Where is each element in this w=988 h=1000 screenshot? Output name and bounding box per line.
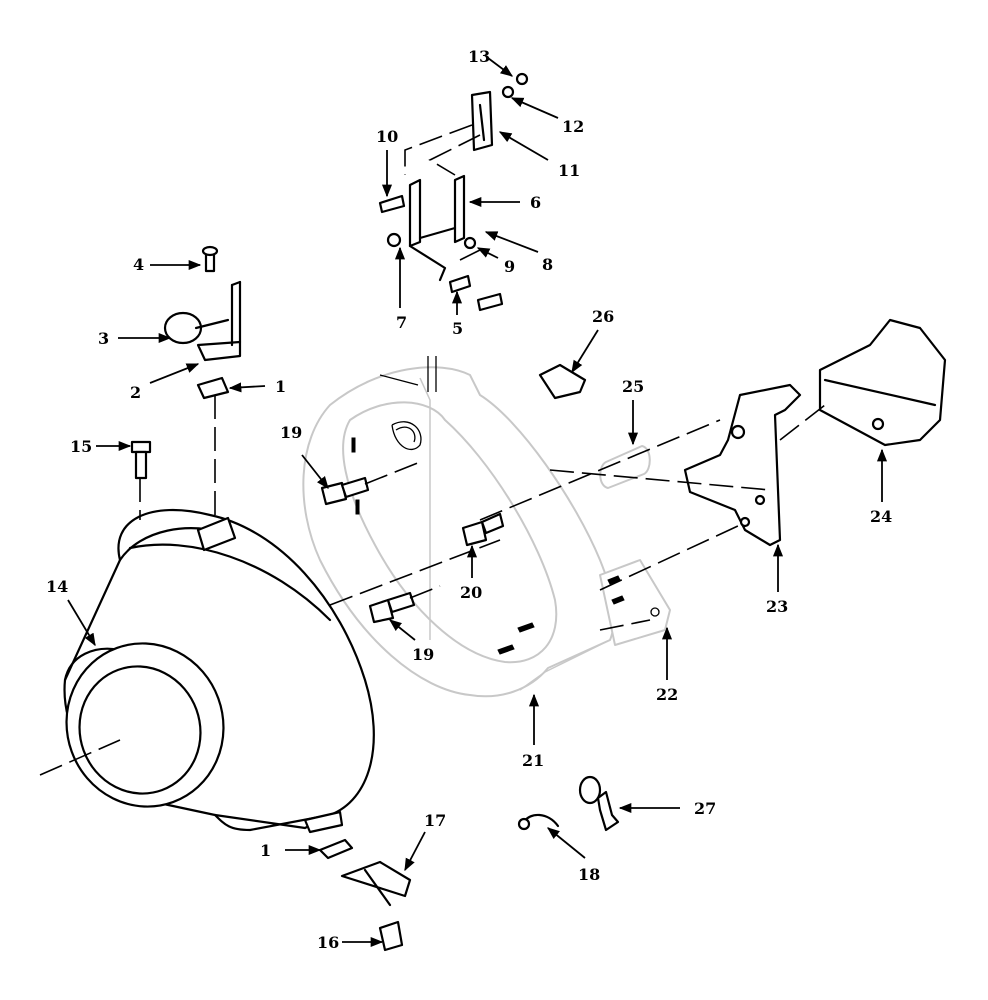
callout-19-upper: 19 — [280, 423, 302, 442]
bolt-part-15 — [130, 440, 152, 480]
lower-clip-parts — [318, 838, 412, 952]
upper-bracket-assembly — [378, 72, 529, 312]
plate-part-24 — [818, 318, 947, 447]
callout-1-upper: 1 — [275, 377, 286, 396]
callout-8: 8 — [542, 255, 553, 274]
callout-3: 3 — [98, 329, 109, 348]
callout-6: 6 — [530, 193, 541, 212]
callout-13: 13 — [468, 47, 490, 66]
callout-27: 27 — [694, 799, 716, 818]
callout-7: 7 — [396, 313, 407, 332]
callout-25: 25 — [622, 377, 644, 396]
callout-22: 22 — [656, 685, 678, 704]
callout-5: 5 — [452, 319, 463, 338]
callout-14: 14 — [46, 577, 68, 596]
callout-21: 21 — [522, 751, 544, 770]
callout-19-lower: 19 — [412, 645, 434, 664]
callout-9: 9 — [504, 257, 515, 276]
callout-16: 16 — [317, 933, 339, 952]
knob-part-27 — [578, 775, 620, 832]
callout-18: 18 — [578, 865, 600, 884]
callout-24: 24 — [870, 507, 892, 526]
callout-12: 12 — [562, 117, 584, 136]
callout-11: 11 — [558, 161, 580, 180]
callout-4: 4 — [133, 255, 144, 274]
callout-26: 26 — [592, 307, 614, 326]
callout-labels: 13 12 11 10 6 8 9 7 5 4 3 2 1 15 14 19 2… — [46, 47, 892, 952]
mounting-bracket-part-23 — [683, 383, 802, 547]
callout-23: 23 — [766, 597, 788, 616]
callout-17: 17 — [424, 811, 446, 830]
callout-leaders — [67, 57, 888, 948]
callout-2: 2 — [130, 383, 141, 402]
pin-part-18 — [517, 813, 560, 831]
callout-10: 10 — [376, 127, 398, 146]
callout-1-lower: 1 — [260, 841, 271, 860]
callout-20: 20 — [460, 583, 482, 602]
callout-15: 15 — [70, 437, 92, 456]
lamp-bracket-assembly — [163, 245, 242, 400]
clip-part-26 — [538, 363, 587, 400]
